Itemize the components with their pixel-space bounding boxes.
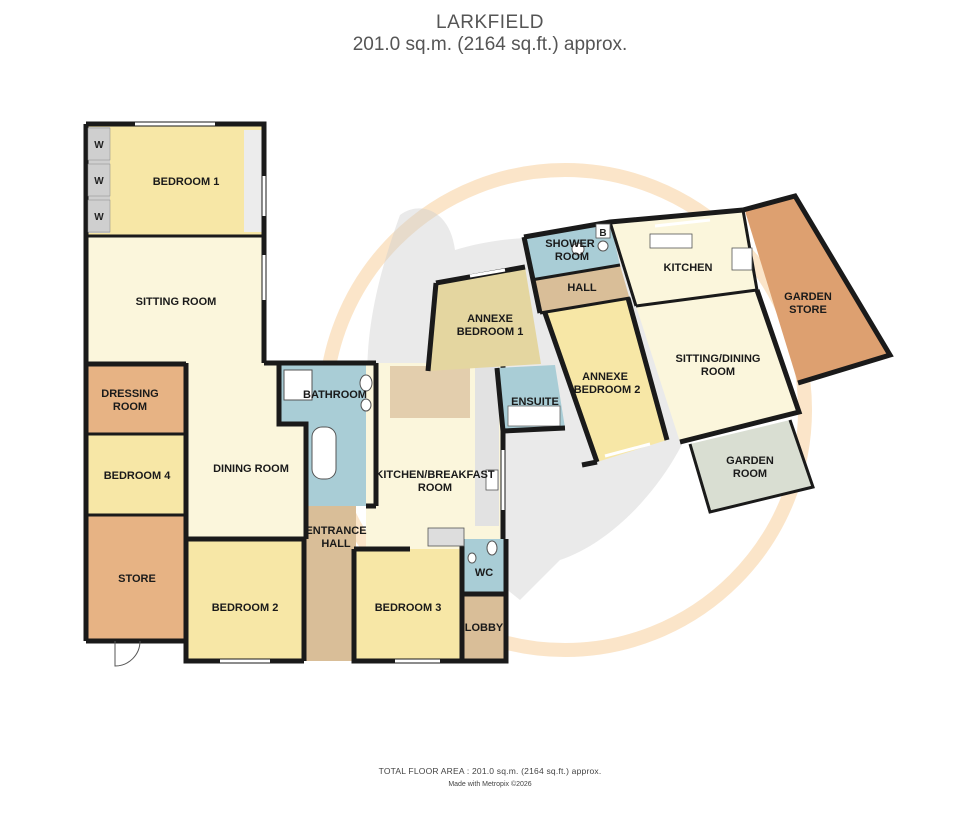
room-dressing-room bbox=[86, 365, 186, 434]
label-kitchen-breakfast-room: ROOM bbox=[418, 482, 452, 494]
property-name: LARKFIELD bbox=[436, 12, 544, 33]
room-lobby bbox=[462, 596, 506, 660]
main-house bbox=[83, 121, 509, 667]
label-entrance-hall: HALL bbox=[321, 538, 351, 550]
label-wc: WC bbox=[475, 567, 493, 579]
label-entrance: ENTRANCE bbox=[305, 525, 366, 537]
label-shower-room: ROOM bbox=[555, 251, 589, 263]
label-store: STORE bbox=[118, 573, 156, 585]
label-annexe-bedroom-2b: BEDROOM 2 bbox=[574, 384, 641, 396]
area-summary: 201.0 sq.m. (2164 sq.ft.) approx. bbox=[352, 34, 628, 55]
credit: Made with Metropix ©2026 bbox=[448, 781, 532, 788]
label-garden-store: GARDEN bbox=[784, 291, 832, 303]
room-annexe-bedroom-1 bbox=[428, 267, 541, 371]
label-bedroom-1: BEDROOM 1 bbox=[153, 176, 220, 188]
room-sitting-dining bbox=[636, 290, 799, 442]
label-sitting-dining: SITTING/DINING bbox=[676, 353, 761, 365]
label-bathroom: BATHROOM bbox=[303, 389, 367, 401]
label-bedroom-3: BEDROOM 3 bbox=[375, 602, 442, 614]
room-entrance-hall bbox=[304, 506, 356, 661]
label-bedroom-4: BEDROOM 4 bbox=[104, 470, 172, 482]
label-sitting-dining-room: ROOM bbox=[701, 366, 735, 378]
room-labels: W W W B BEDROOM 1 SITTING ROOM DRESSING … bbox=[94, 140, 832, 634]
label-shower: SHOWER bbox=[545, 238, 595, 250]
room-bedroom-3 bbox=[354, 549, 462, 660]
room-bedroom-2 bbox=[184, 539, 304, 661]
boiler-marker: B bbox=[599, 228, 606, 239]
label-kitchen-breakfast: KITCHEN/BREAKFAST bbox=[375, 469, 494, 481]
label-dressing-room: ROOM bbox=[113, 401, 147, 413]
wardrobe-marker: W bbox=[94, 140, 104, 151]
room-sitting-room bbox=[86, 236, 264, 363]
room-garden-store bbox=[745, 196, 890, 383]
label-bedroom-2: BEDROOM 2 bbox=[212, 602, 279, 614]
room-store bbox=[86, 515, 186, 641]
room-annexe-bedroom-2 bbox=[545, 298, 667, 462]
label-dining-room: DINING ROOM bbox=[213, 463, 289, 475]
label-annexe-bedroom-2: ANNEXE bbox=[582, 371, 628, 383]
label-garden-room: GARDEN bbox=[726, 455, 774, 467]
label-dressing: DRESSING bbox=[101, 388, 158, 400]
wardrobe-marker: W bbox=[94, 212, 104, 223]
wardrobes bbox=[87, 127, 111, 233]
label-garden-store-2: STORE bbox=[789, 304, 827, 316]
label-hall: HALL bbox=[567, 282, 597, 294]
label-annexe-bedroom-1b: BEDROOM 1 bbox=[457, 326, 524, 338]
room-kitchen bbox=[610, 210, 757, 306]
label-annexe-bedroom-1: ANNEXE bbox=[467, 313, 513, 325]
label-ensuite: ENSUITE bbox=[511, 396, 559, 408]
label-garden-room-2: ROOM bbox=[733, 468, 767, 480]
total-floor-area: TOTAL FLOOR AREA : 201.0 sq.m. (2164 sq.… bbox=[378, 766, 602, 776]
label-sitting-room: SITTING ROOM bbox=[136, 296, 217, 308]
annexe bbox=[425, 193, 894, 514]
room-garden-room bbox=[690, 420, 813, 512]
label-lobby: LOBBY bbox=[465, 622, 504, 634]
wardrobe-marker: W bbox=[94, 176, 104, 187]
label-kitchen: KITCHEN bbox=[664, 262, 713, 274]
room-bedroom-4 bbox=[86, 434, 186, 515]
